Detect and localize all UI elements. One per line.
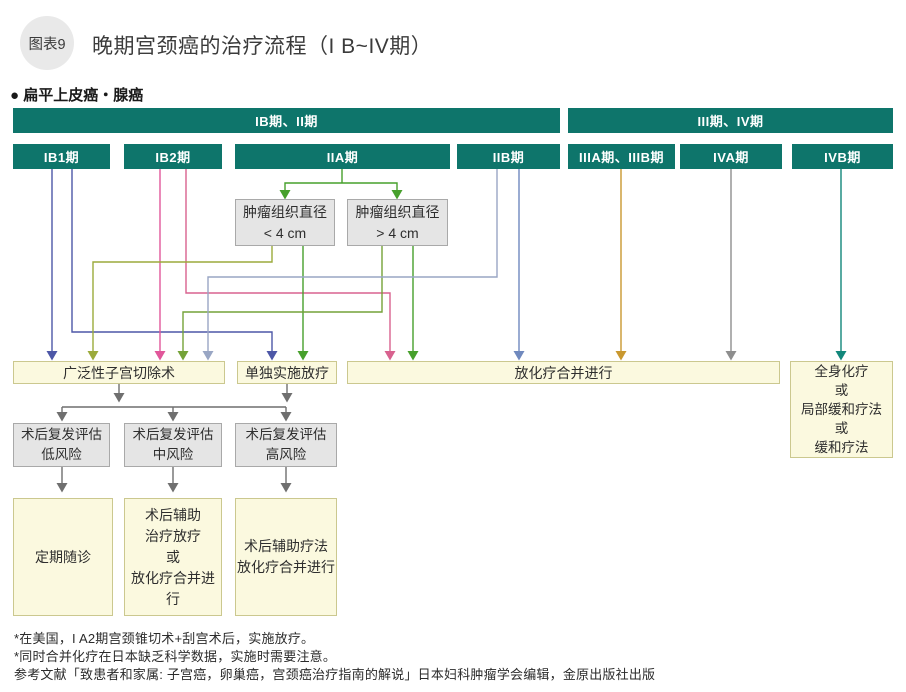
stage-box-iiia-iiib: IIIA期、IIIB期 (568, 144, 675, 169)
stage-box-ivb: IVB期 (792, 144, 893, 169)
footnote-reference: 参考文献「致患者和家属: 子宫癌，卵巢癌，宫颈癌治疗指南的解说」日本妇科肿瘤学会… (14, 667, 656, 682)
figure-badge-label: 图表9 (28, 36, 66, 53)
risk-box-medium: 术后复发评估 中风险 (124, 423, 222, 467)
stage-box-ib1: IB1期 (13, 144, 110, 169)
treatment-box-radiotherapy-alone: 单独实施放疗 (237, 361, 337, 384)
stage-box-ib2: IB2期 (124, 144, 222, 169)
bullet-icon: ● (10, 87, 20, 104)
followup-box-periodic-checkup: 定期随诊 (13, 498, 113, 616)
section-label: ● 扁平上皮癌・腺癌 (10, 84, 143, 105)
stage-box-iva: IVA期 (680, 144, 782, 169)
followup-box-adjuvant-chemoradiotherapy: 术后辅助疗法 放化疗合并进行 (235, 498, 337, 616)
treatment-box-systemic-or-palliative: 全身化疗 或 局部缓和疗法 或 缓和疗法 (790, 361, 893, 458)
risk-box-low: 术后复发评估 低风险 (13, 423, 110, 467)
section-label-text: 扁平上皮癌・腺癌 (23, 87, 144, 104)
stage-bar-iii-iv: III期、IV期 (568, 108, 893, 133)
stage-box-iia: IIA期 (235, 144, 450, 169)
figure-badge: 图表9 (20, 16, 74, 70)
treatment-box-radical-hysterectomy: 广泛性子宫切除术 (13, 361, 225, 384)
decision-box-tumor-lt4cm: 肿瘤组织直径 < 4 cm (235, 199, 335, 246)
risk-box-high: 术后复发评估 高风险 (235, 423, 337, 467)
treatment-box-chemoradiotherapy: 放化疗合并进行 (347, 361, 780, 384)
stage-box-iib: IIB期 (457, 144, 560, 169)
decision-box-tumor-gt4cm: 肿瘤组织直径 > 4 cm (347, 199, 448, 246)
footnote-2: *同时合并化疗在日本缺乏科学数据，实施时需要注意。 (14, 649, 337, 664)
stage-bar-ib-ii: IB期、II期 (13, 108, 560, 133)
followup-box-adjuvant-radiotherapy: 术后辅助 治疗放疗 或 放化疗合并进行 (124, 498, 222, 616)
page-title: 晚期宫颈癌的治疗流程（I B~IV期） (92, 35, 433, 58)
footnote-1: *在美国，I A2期宫颈锥切术+刮宫术后，实施放疗。 (14, 631, 315, 646)
